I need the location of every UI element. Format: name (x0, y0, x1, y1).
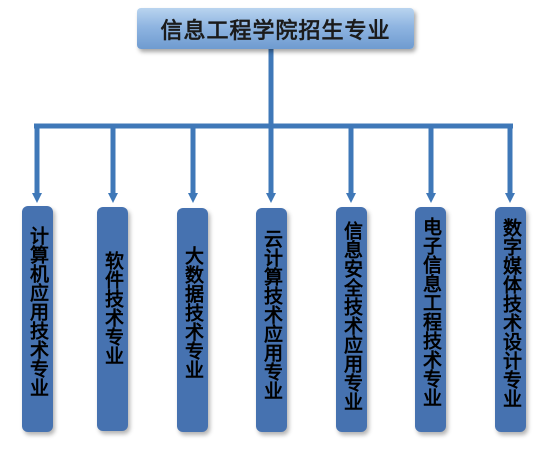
major-node-6: 电子信息工程技术专业 (415, 207, 446, 432)
major-node-5: 信息安全技术应用专业 (336, 207, 367, 432)
major-node-label: 软件技术专业 (102, 251, 124, 365)
major-node-label: 信息安全技术应用专业 (341, 221, 363, 411)
root-node: 信息工程学院招生专业 (137, 8, 414, 49)
major-node-2: 软件技术专业 (97, 207, 128, 431)
root-node-label: 信息工程学院招生专业 (160, 18, 391, 44)
major-node-4: 云计算技术应用专业 (256, 208, 287, 432)
major-node-label: 数字媒体技术设计专业 (500, 218, 522, 408)
major-node-label: 大数据技术专业 (182, 246, 204, 379)
major-node-label: 电子信息工程技术专业 (420, 217, 442, 407)
major-node-label: 计算机应用技术专业 (27, 226, 49, 397)
major-node-label: 云计算技术应用专业 (261, 229, 283, 400)
major-node-7: 数字媒体技术设计专业 (495, 207, 526, 432)
major-node-1: 计算机应用技术专业 (22, 206, 53, 432)
major-node-3: 大数据技术专业 (177, 208, 208, 432)
